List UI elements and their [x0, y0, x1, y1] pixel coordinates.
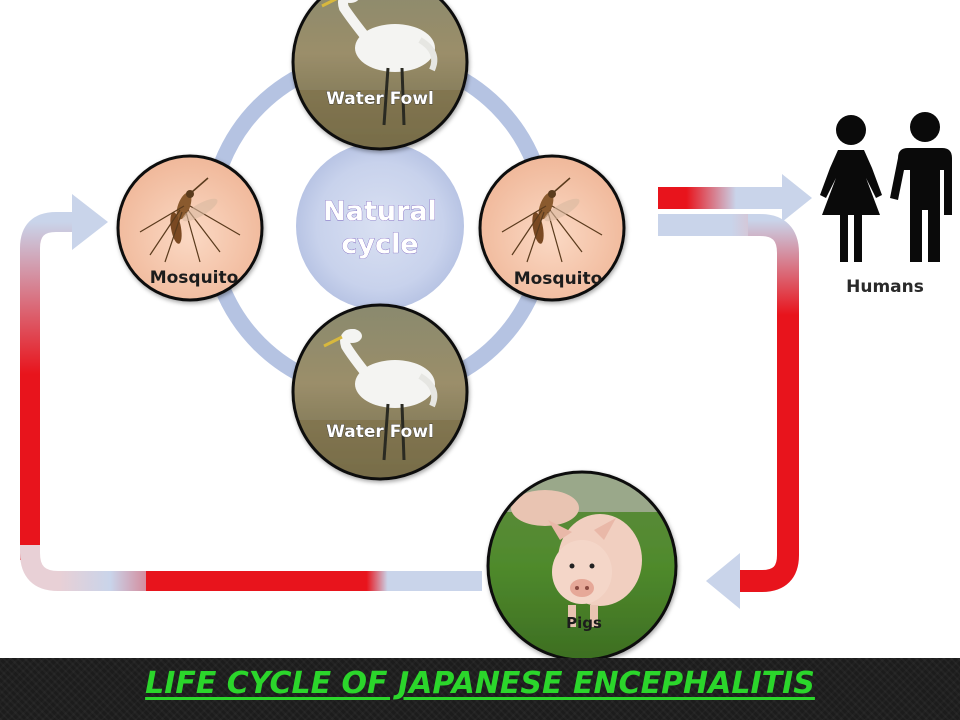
egret-icon: [321, 0, 438, 126]
humans-node: Humans: [820, 112, 952, 297]
bottom-arrow: [20, 545, 482, 591]
arrow-to-pigs: [658, 214, 799, 609]
arrow-to-humans: [658, 174, 812, 222]
mosquito-left-node: Mosquito: [116, 154, 264, 302]
footer-banner: LIFE CYCLE OF JAPANESE ENCEPHALITIS: [0, 658, 960, 720]
woman-icon: [820, 115, 882, 262]
center-label-line2: cycle: [341, 229, 418, 260]
mosquito-right-node: Mosquito: [478, 154, 626, 302]
egret-icon: [323, 329, 438, 461]
waterfowl-bottom-label: Water Fowl: [326, 422, 434, 442]
pigs-node: Pigs: [486, 470, 678, 662]
page-title: LIFE CYCLE OF JAPANESE ENCEPHALITIS: [145, 666, 815, 701]
mosquito-icon: [501, 177, 603, 263]
mosquito-left-label: Mosquito: [150, 268, 239, 288]
center-label-line1: Natural: [323, 196, 437, 227]
humans-label: Humans: [846, 277, 924, 297]
mosquito-icon: [139, 177, 241, 263]
waterfowl-top-label: Water Fowl: [326, 89, 434, 109]
mosquito-right-label: Mosquito: [514, 269, 603, 289]
waterfowl-top-node: Water Fowl: [291, 0, 469, 151]
pigs-label: Pigs: [566, 614, 602, 632]
man-icon: [890, 112, 952, 262]
natural-cycle-center: Natural cycle: [296, 142, 464, 310]
left-return-arrow: [20, 194, 108, 560]
waterfowl-bottom-node: Water Fowl: [291, 303, 469, 481]
